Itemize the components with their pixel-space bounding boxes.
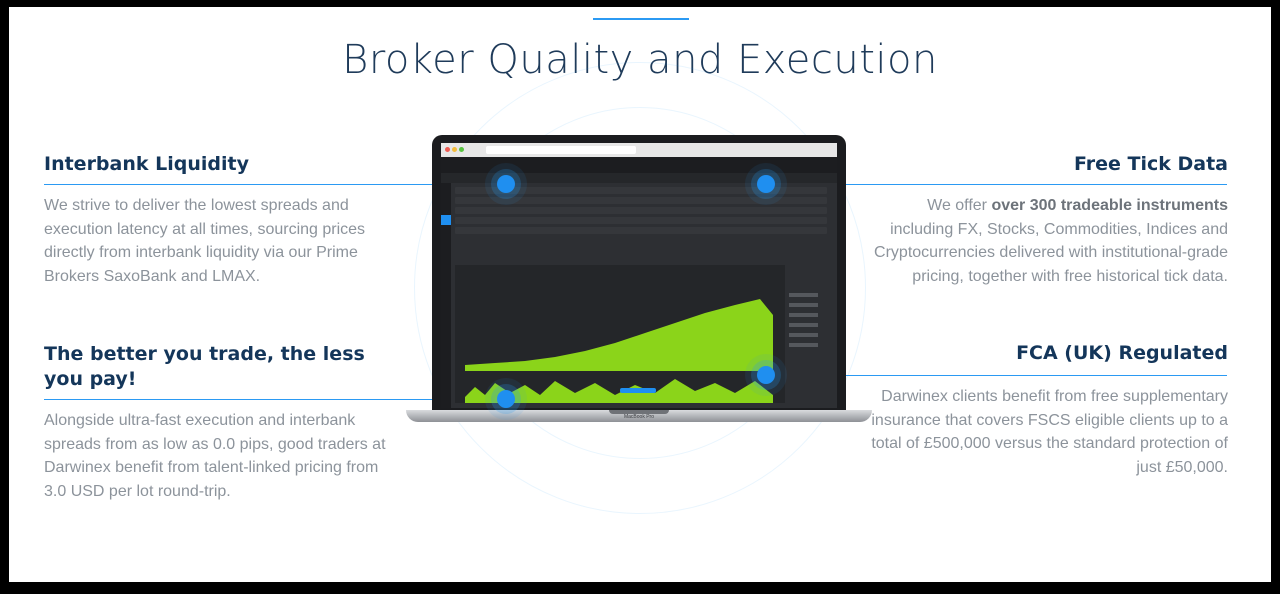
tick-data-heading: Free Tick Data [1073,153,1228,175]
window-dot-icon [452,147,457,152]
metric-row [455,217,827,224]
connector-line-fca [766,375,1227,376]
connector-line-tick-data [766,184,1227,185]
tick-data-text-bold: over 300 tradeable instruments [991,197,1228,214]
sidebar-active-item [441,215,451,225]
laptop-model-label: MacBook Pro [623,414,654,420]
stat-line [789,333,819,337]
equity-area [465,299,773,371]
interbank-text: We strive to deliver the lowest spreads … [44,197,366,285]
hotspot-tick-data[interactable] [757,175,775,193]
decorative-ring [414,62,866,514]
stat-line [789,313,819,317]
hotspot-interbank[interactable] [497,175,515,193]
connector-line-better-trade [44,399,506,400]
app-header [441,157,837,173]
better-trade-heading: The better you trade, the less you pay! [44,343,365,390]
address-bar [486,146,636,154]
tick-data-text-start: We offer [927,197,992,214]
fca-text: Darwinex clients benefit from free suppl… [871,388,1228,476]
metric-row [455,207,827,214]
app-sidebar [441,183,451,408]
stat-line [789,343,819,347]
metric-row [455,227,827,234]
volume-bars [465,379,773,403]
stats-column [789,293,831,403]
stat-line [789,323,819,327]
app-subheader [441,173,837,183]
connector-line-interbank [44,184,506,185]
hotspot-fca[interactable] [757,366,775,384]
chart-highlight-badge [620,388,656,393]
metric-row [455,187,827,194]
tick-data-text: We offer over 300 tradeable instruments … [868,194,1228,288]
fca-heading: FCA (UK) Regulated [1016,342,1228,364]
laptop-bezel [432,135,846,410]
window-dot-icon [459,147,464,152]
title-accent-line [593,18,689,20]
feature-section: Broker Quality and Execution Interbank L… [9,7,1271,582]
chart-tabs [455,253,755,259]
metric-row [455,197,827,204]
interbank-heading: Interbank Liquidity [44,153,249,175]
laptop-base: MacBook Pro [406,410,872,422]
laptop-mockup: MacBook Pro [406,135,872,425]
equity-chart-panel [455,265,785,403]
stat-line [789,293,819,297]
browser-bar [441,143,837,157]
hotspot-better-trade[interactable] [497,390,515,408]
laptop-notch [609,410,669,414]
window-dot-icon [445,147,450,152]
platform-screenshot [441,143,837,408]
stat-line [789,303,819,307]
better-trade-text: Alongside ultra-fast execution and inter… [44,412,386,500]
tick-data-text-end: including FX, Stocks, Commodities, Indic… [874,220,1228,285]
equity-chart [465,299,773,403]
metrics-rows [455,187,827,237]
